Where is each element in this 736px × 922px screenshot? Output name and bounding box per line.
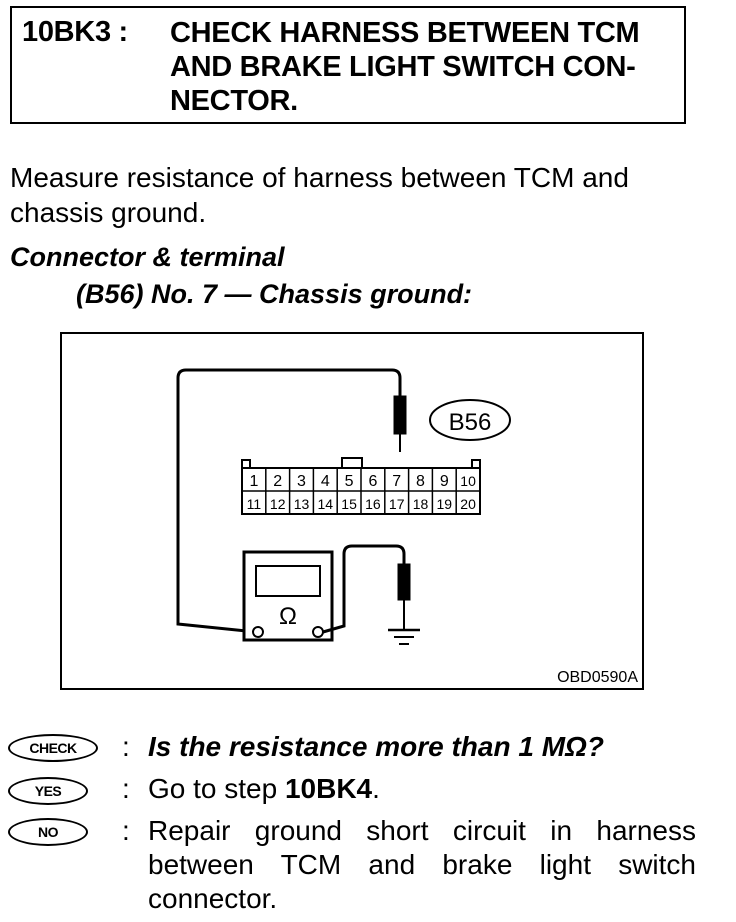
- terminal-4: 4: [321, 473, 330, 490]
- step-header-box: 10BK3 : CHECK HARNESS BETWEEN TCM AND BR…: [10, 6, 686, 124]
- terminal-5: 5: [345, 473, 354, 490]
- terminal-3: 3: [297, 473, 306, 490]
- terminal-19: 19: [437, 496, 453, 512]
- terminal-6: 6: [368, 473, 377, 490]
- connector-heading: Connector & terminal: [10, 242, 285, 272]
- check-colon: :: [122, 731, 130, 762]
- wire-left: [176, 368, 402, 634]
- terminal-11: 11: [247, 496, 262, 512]
- yes-text-after: .: [372, 773, 380, 804]
- terminal-10: 10: [460, 473, 476, 489]
- terminal-9: 9: [440, 473, 449, 490]
- instruction-text: Measure resistance of harness between TC…: [10, 162, 629, 228]
- chassis-ground: [388, 563, 420, 645]
- yes-text: Go to step 10BK4.: [148, 772, 696, 806]
- connector-detail: (B56) No. 7 — Chassis ground:: [76, 279, 473, 309]
- terminal-2: 2: [273, 473, 282, 490]
- no-text: Repair ground short circuit in harness b…: [148, 815, 696, 914]
- wire-right: [322, 544, 406, 634]
- ohmmeter: Ω: [242, 550, 334, 642]
- no-colon: :: [122, 815, 130, 846]
- terminal-18: 18: [413, 496, 429, 512]
- yes-text-before: Go to step: [148, 773, 285, 804]
- terminal-12: 12: [270, 496, 286, 512]
- meter-terminal-left: [252, 626, 264, 638]
- step-id: 10BK3 :: [22, 16, 128, 48]
- connector-label-b56: B56: [429, 399, 511, 441]
- check-question: Is the resistance more than 1 MΩ?: [148, 731, 604, 762]
- terminal-1: 1: [249, 473, 258, 490]
- terminal-13: 13: [294, 496, 310, 512]
- terminal-20: 20: [460, 496, 476, 512]
- step-title: CHECK HARNESS BETWEEN TCM AND BRAKE LIGH…: [170, 17, 640, 117]
- terminal-14: 14: [318, 496, 334, 512]
- terminal-15: 15: [341, 496, 357, 512]
- terminal-7: 7: [392, 473, 401, 490]
- figure-code: OBD0590A: [557, 669, 638, 686]
- yes-step-ref[interactable]: 10BK4: [284, 773, 373, 804]
- ohm-symbol: Ω: [279, 603, 297, 630]
- check-badge: CHECK: [8, 734, 98, 762]
- yes-badge: YES: [8, 777, 88, 805]
- yes-colon: :: [122, 773, 130, 804]
- no-badge: NO: [8, 818, 88, 846]
- meter-terminal-right: [312, 626, 324, 638]
- connector-label: B56: [449, 409, 492, 436]
- probe-terminal-7: [393, 395, 407, 452]
- terminal-17: 17: [389, 496, 405, 512]
- terminal-16: 16: [365, 496, 381, 512]
- terminal-8: 8: [416, 473, 425, 490]
